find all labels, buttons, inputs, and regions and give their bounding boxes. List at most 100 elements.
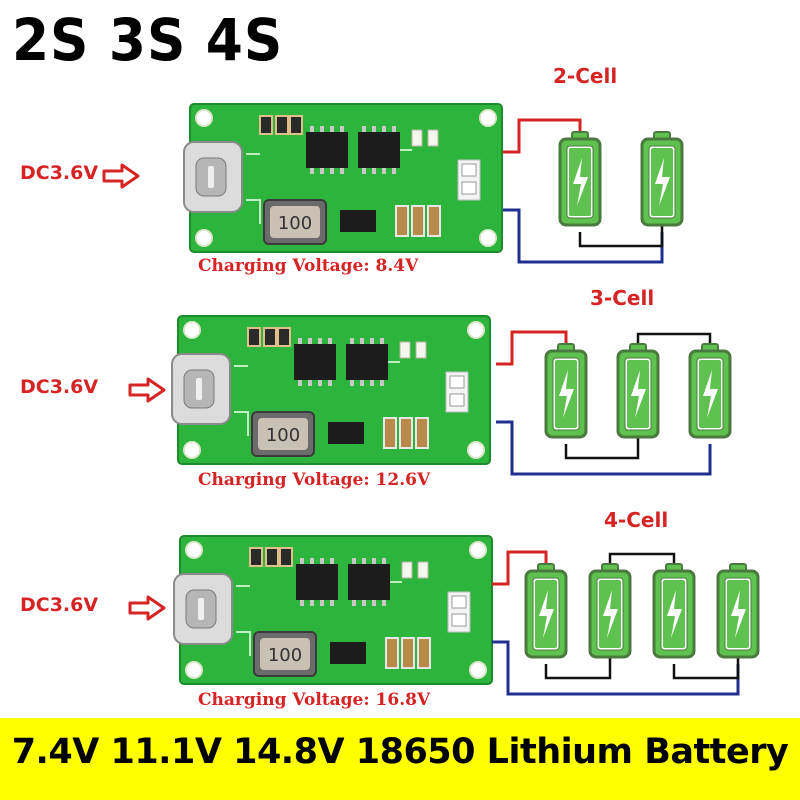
ic-pin [382,126,386,132]
lightning-bolt-icon [731,590,746,638]
battery-icon [640,131,684,227]
ic-chip [346,344,388,380]
headline-title: 2S 3S 4S [12,6,284,74]
arrow-icon [102,163,140,189]
mounting-hole [467,321,485,339]
input-voltage-text: DC3.6V [20,162,99,184]
smd-resistor [275,115,289,135]
ic-pin [370,338,374,344]
usb-c-tongue [196,378,202,400]
ic-pin [352,600,356,606]
input-voltage-label: DC3.6V [20,594,98,616]
connector-pin [451,613,467,627]
blue-wire [492,640,740,696]
ic-pin [318,380,322,386]
connector-pin [461,181,477,195]
lightning-bolt-icon [603,590,618,638]
battery-pack-diagram [503,118,684,264]
ic-pin [350,338,354,344]
ic-pin [362,600,366,606]
panel-2-cell: DC3.6V 100 Charging Voltage: 8.4V 2-Cell [0,64,800,300]
connector-pin [461,163,477,177]
series-wire [636,332,712,352]
ic-pin [328,338,332,344]
smd-resistor [279,547,293,567]
smd-resistor [247,327,261,347]
smd-capacitor [417,637,431,669]
ic-pin [352,558,356,564]
inductor-face [270,206,320,238]
mounting-hole [467,441,485,459]
ic-pin [360,338,364,344]
input-voltage-label: DC3.6V [20,376,98,398]
smd-capacitor [401,637,415,669]
connector-pin [449,393,465,407]
ic-pin [300,558,304,564]
led [399,341,411,359]
lightning-bolt-icon [703,370,718,418]
smd-resistor [249,547,263,567]
mounting-hole [195,229,213,247]
smd-capacitor [383,417,397,449]
ic-pin [310,168,314,174]
mounting-hole [469,541,487,559]
smd-capacitor [415,417,429,449]
footer-title: 7.4V 11.1V 14.8V 18650 Lithium Battery [11,732,789,772]
ic-pin [320,558,324,564]
ic-pin [362,126,366,132]
charger-pcb-board: 100 [183,103,503,253]
ic-pin [340,168,344,174]
charging-voltage-label: Charging Voltage: 8.4V [198,256,419,276]
ic-pin [330,558,334,564]
connector-pin [451,595,467,609]
ic-pin [370,380,374,386]
battery-icon [544,343,588,439]
led [401,561,413,579]
ic-pin [318,338,322,344]
ic-pin [298,380,302,386]
ic-pin [320,600,324,606]
battery-pack-diagram [492,550,760,696]
ic-pin [372,126,376,132]
inductor-value: 100 [278,213,312,234]
red-wire [492,550,548,586]
ic-chip [358,132,400,168]
input-voltage-label: DC3.6V [20,162,98,184]
ic-pin [330,168,334,174]
ic-pin [350,380,354,386]
battery-icon [524,563,568,659]
ic-pin [320,168,324,174]
lightning-bolt-icon [655,158,670,206]
ic-pin [380,380,384,386]
led [417,561,429,579]
arrow-icon [128,377,166,403]
lightning-bolt-icon [573,158,588,206]
smd-capacitor [385,637,399,669]
lightning-bolt-icon [631,370,646,418]
cell-count-label: 4-Cell [604,508,669,532]
connector-pin [449,375,465,389]
smd-capacitor [399,417,413,449]
battery-pack-diagram [496,330,732,476]
ic-pin [382,168,386,174]
inductor-value: 100 [268,645,302,666]
cell-count-label: 2-Cell [553,64,618,88]
ic-pin [392,126,396,132]
mounting-hole [183,321,201,339]
mounting-hole [479,109,497,127]
led [415,341,427,359]
smd-resistor [265,547,279,567]
input-voltage-text: DC3.6V [20,594,99,616]
pcb-trace [234,361,400,436]
smd-capacitor [427,205,441,237]
mounting-hole [469,661,487,679]
ic-pin [320,126,324,132]
cell-count-label: 3-Cell [590,286,655,310]
charger-pcb-board: 100 [171,315,491,465]
ic-pin [372,600,376,606]
arrow-icon [128,595,166,621]
ic-chip [296,564,338,600]
panel-3-cell: DC3.6V 100 Charging Voltage: 12.6V 3-Cel… [0,286,800,514]
mounting-hole [185,661,203,679]
smd-resistor [289,115,303,135]
